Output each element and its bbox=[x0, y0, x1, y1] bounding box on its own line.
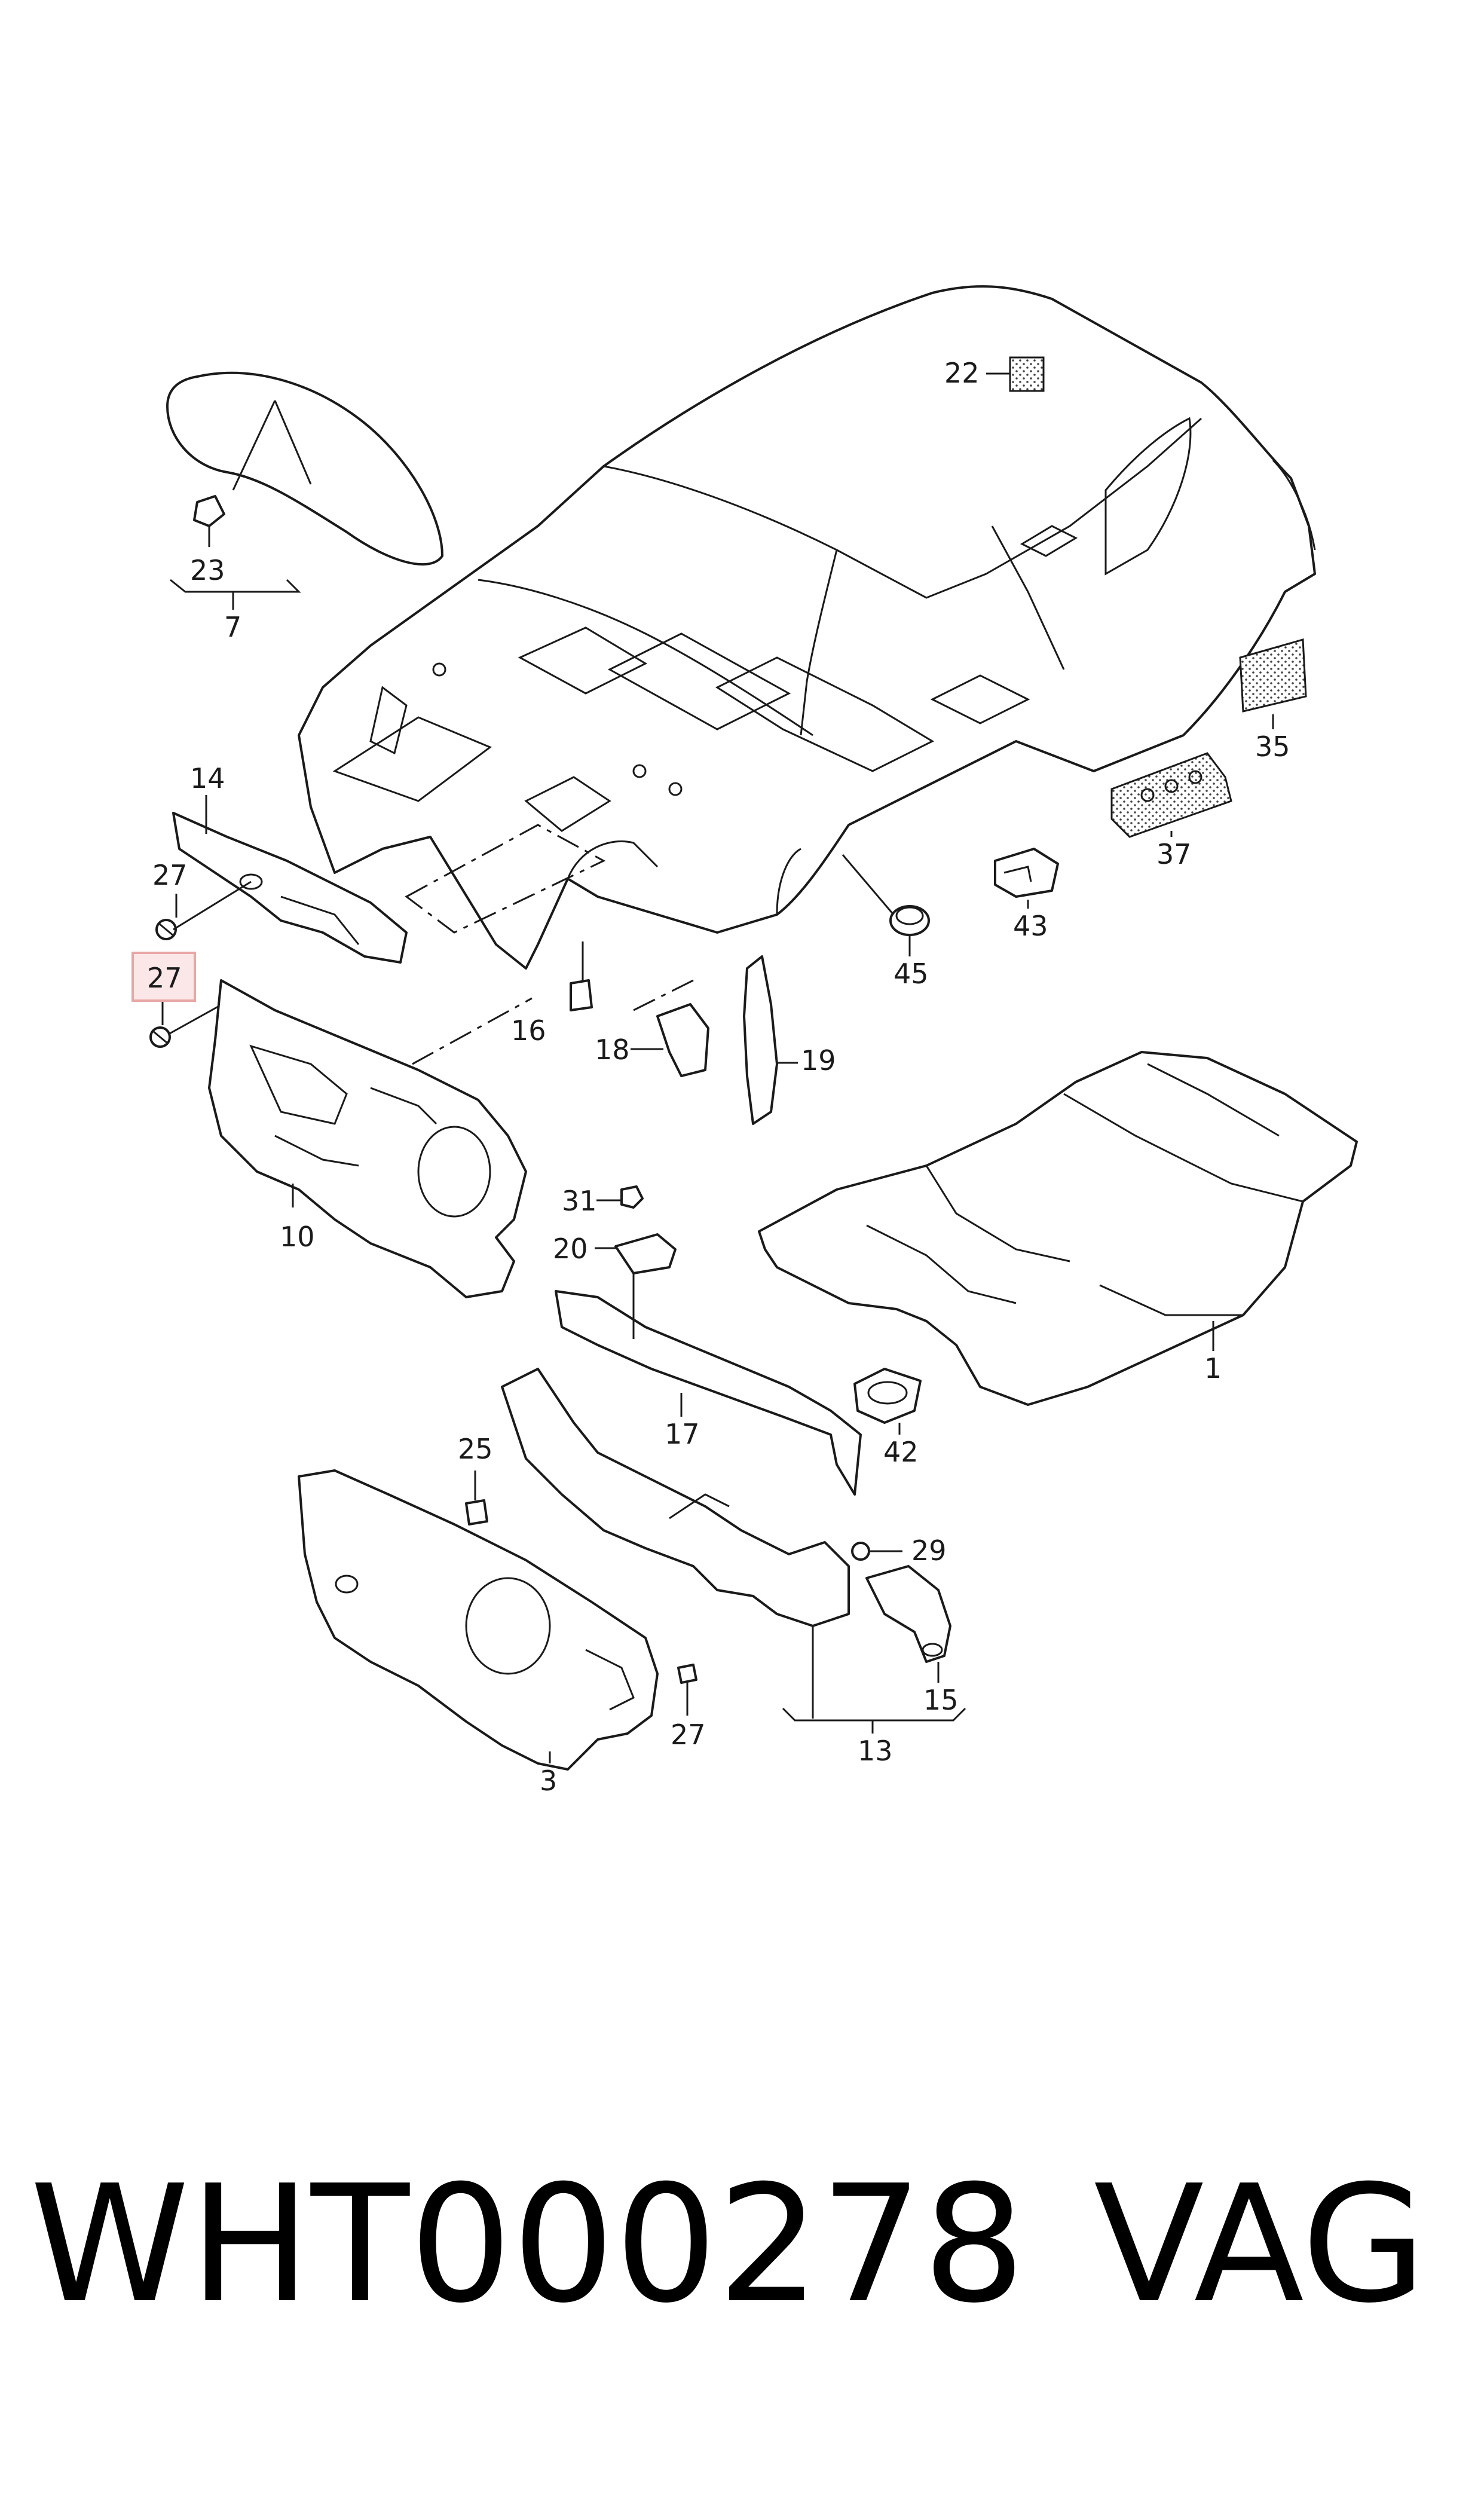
part-1-floor-carpet bbox=[758, 1051, 1358, 1406]
part-27-fastener-b bbox=[149, 1026, 171, 1048]
part-37-insulation bbox=[1110, 752, 1232, 838]
callout-27-b: 27 bbox=[147, 962, 182, 994]
callout-19: 19 bbox=[801, 1044, 836, 1077]
callout-7: 7 bbox=[224, 611, 241, 643]
part-13-bracket-assembly bbox=[501, 1368, 850, 1627]
callout-labels: 22 23 7 35 14 37 27 43 27 45 16 18 19 10… bbox=[147, 357, 1290, 1797]
highlight-box-27 bbox=[131, 952, 196, 1002]
car-body-shell bbox=[298, 285, 1316, 970]
callout-14: 14 bbox=[190, 762, 225, 794]
part-3-dash-insulation bbox=[298, 1469, 659, 1771]
callout-22: 22 bbox=[944, 357, 980, 389]
callout-45: 45 bbox=[894, 958, 929, 990]
part-42-mount bbox=[853, 1368, 922, 1424]
callout-37: 37 bbox=[1156, 838, 1192, 870]
callout-1: 1 bbox=[1204, 1352, 1222, 1384]
part-25-fastener bbox=[465, 1499, 488, 1526]
part-17-cross-member bbox=[555, 1273, 862, 1496]
callout-31: 31 bbox=[562, 1185, 597, 1217]
callout-25: 25 bbox=[458, 1433, 493, 1465]
callout-10: 10 bbox=[280, 1221, 315, 1253]
part-10-dash-insulation bbox=[208, 979, 527, 1298]
part-23-clip bbox=[193, 495, 225, 527]
part-16-bracket bbox=[570, 941, 593, 1011]
callout-23: 23 bbox=[190, 554, 225, 586]
callout-43: 43 bbox=[1013, 910, 1048, 942]
callout-13: 13 bbox=[858, 1735, 893, 1767]
callout-42: 42 bbox=[883, 1436, 919, 1468]
callout-35: 35 bbox=[1255, 730, 1290, 763]
part-29-clip bbox=[851, 1542, 870, 1561]
callout-16: 16 bbox=[511, 1014, 546, 1047]
callout-29: 29 bbox=[911, 1534, 947, 1567]
callout-18: 18 bbox=[595, 1034, 630, 1066]
part-20-bracket bbox=[614, 1233, 677, 1274]
callout-3: 3 bbox=[540, 1765, 557, 1797]
callout-20: 20 bbox=[553, 1233, 588, 1265]
brand-label: VAG bbox=[1094, 2150, 1427, 2338]
part-15-bracket bbox=[865, 1565, 951, 1663]
callout-27-c: 27 bbox=[671, 1719, 706, 1751]
part-45-grommet bbox=[889, 905, 930, 936]
callout-15: 15 bbox=[923, 1684, 959, 1716]
part-35-pad bbox=[1239, 638, 1307, 713]
part-31-nut bbox=[620, 1185, 644, 1209]
part-number: WHT000278 bbox=[30, 2150, 1026, 2338]
part-43-bracket bbox=[994, 848, 1059, 898]
callout-17: 17 bbox=[665, 1418, 700, 1450]
part-7-headliner bbox=[166, 371, 443, 565]
part-27-fastener-a bbox=[155, 919, 177, 940]
part-14-cowl-insulation bbox=[172, 812, 408, 964]
part-19-pillar-trim bbox=[743, 955, 778, 1125]
part-27-fastener-c bbox=[677, 1664, 697, 1684]
part-22-pad bbox=[1009, 356, 1045, 392]
part-18-bracket bbox=[656, 1003, 709, 1077]
callout-27-a: 27 bbox=[152, 859, 188, 891]
